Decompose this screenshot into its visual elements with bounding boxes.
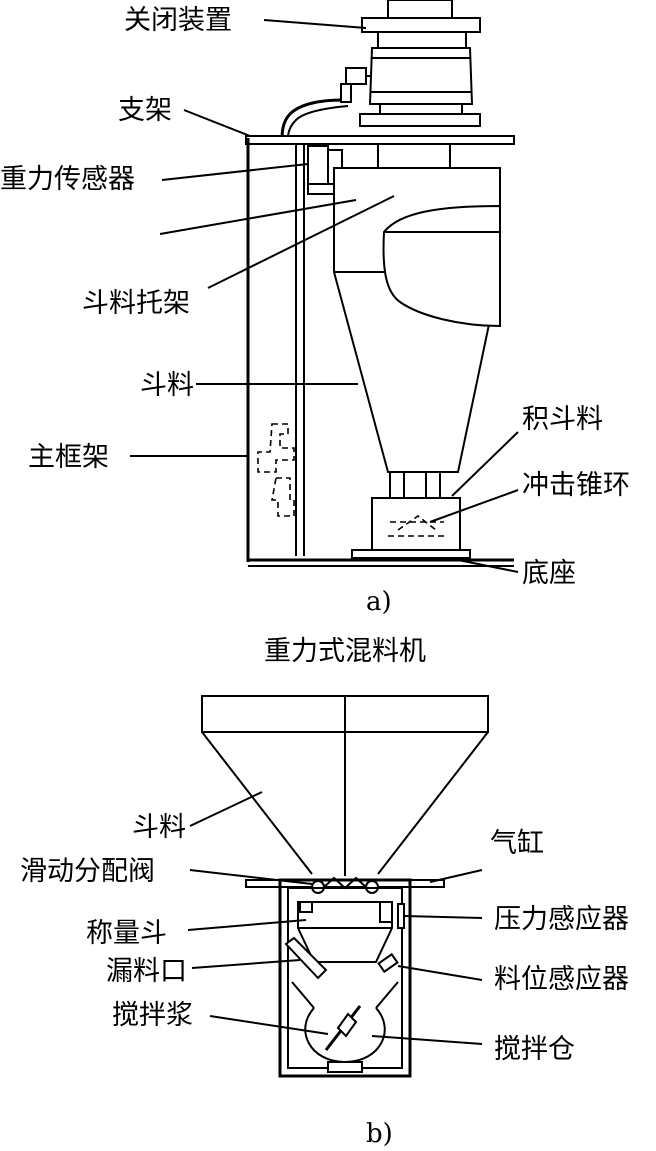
top-plate [245,135,515,145]
label-gravity-sensor: 重力传感器 [0,164,135,195]
label-accumulated-material: 积斗料 [522,404,603,435]
label-level-sensor: 料位感应器 [494,964,629,995]
weigh-hopper [297,901,393,963]
label-hopper-bracket: 斗料托架 [82,288,190,319]
label-main-frame: 主框架 [28,442,109,473]
label-discharge-port: 漏料口 [106,956,187,987]
impact-cone-ring [371,497,461,551]
figure-a-title: 重力式混料机 [264,636,426,667]
hopper-a [333,167,501,499]
label-cylinder: 气缸 [490,828,544,859]
air-pipe [280,98,343,139]
label-impact-cone-ring: 冲击锥环 [522,470,630,501]
label-slide-valve: 滑动分配阀 [20,856,155,887]
label-shutoff-device: 关闭装置 [124,5,232,36]
pressure-sensor [397,903,405,929]
label-hopper-b: 斗料 [132,812,186,843]
label-pressure-sensor: 压力感应器 [494,904,629,935]
label-base: 底座 [522,558,576,589]
label-agitator: 搅拌浆 [112,1000,193,1031]
label-hopper-a: 斗料 [140,370,194,401]
caption-b: b) [366,1119,393,1149]
main-frame [246,138,305,562]
base-plate [351,549,471,559]
figure-b-drawing [187,695,489,1078]
label-mixing-chamber: 搅拌仓 [494,1034,575,1065]
figure-a-drawing [130,0,519,573]
label-weigh-hopper: 称量斗 [86,918,167,949]
agitator [324,1005,362,1051]
level-sensor [377,952,399,974]
hopper-b [201,695,489,876]
shutoff-device [340,0,481,127]
caption-a: a) [366,587,392,617]
discharge-flap [284,936,328,980]
label-bracket: 支架 [118,95,172,126]
